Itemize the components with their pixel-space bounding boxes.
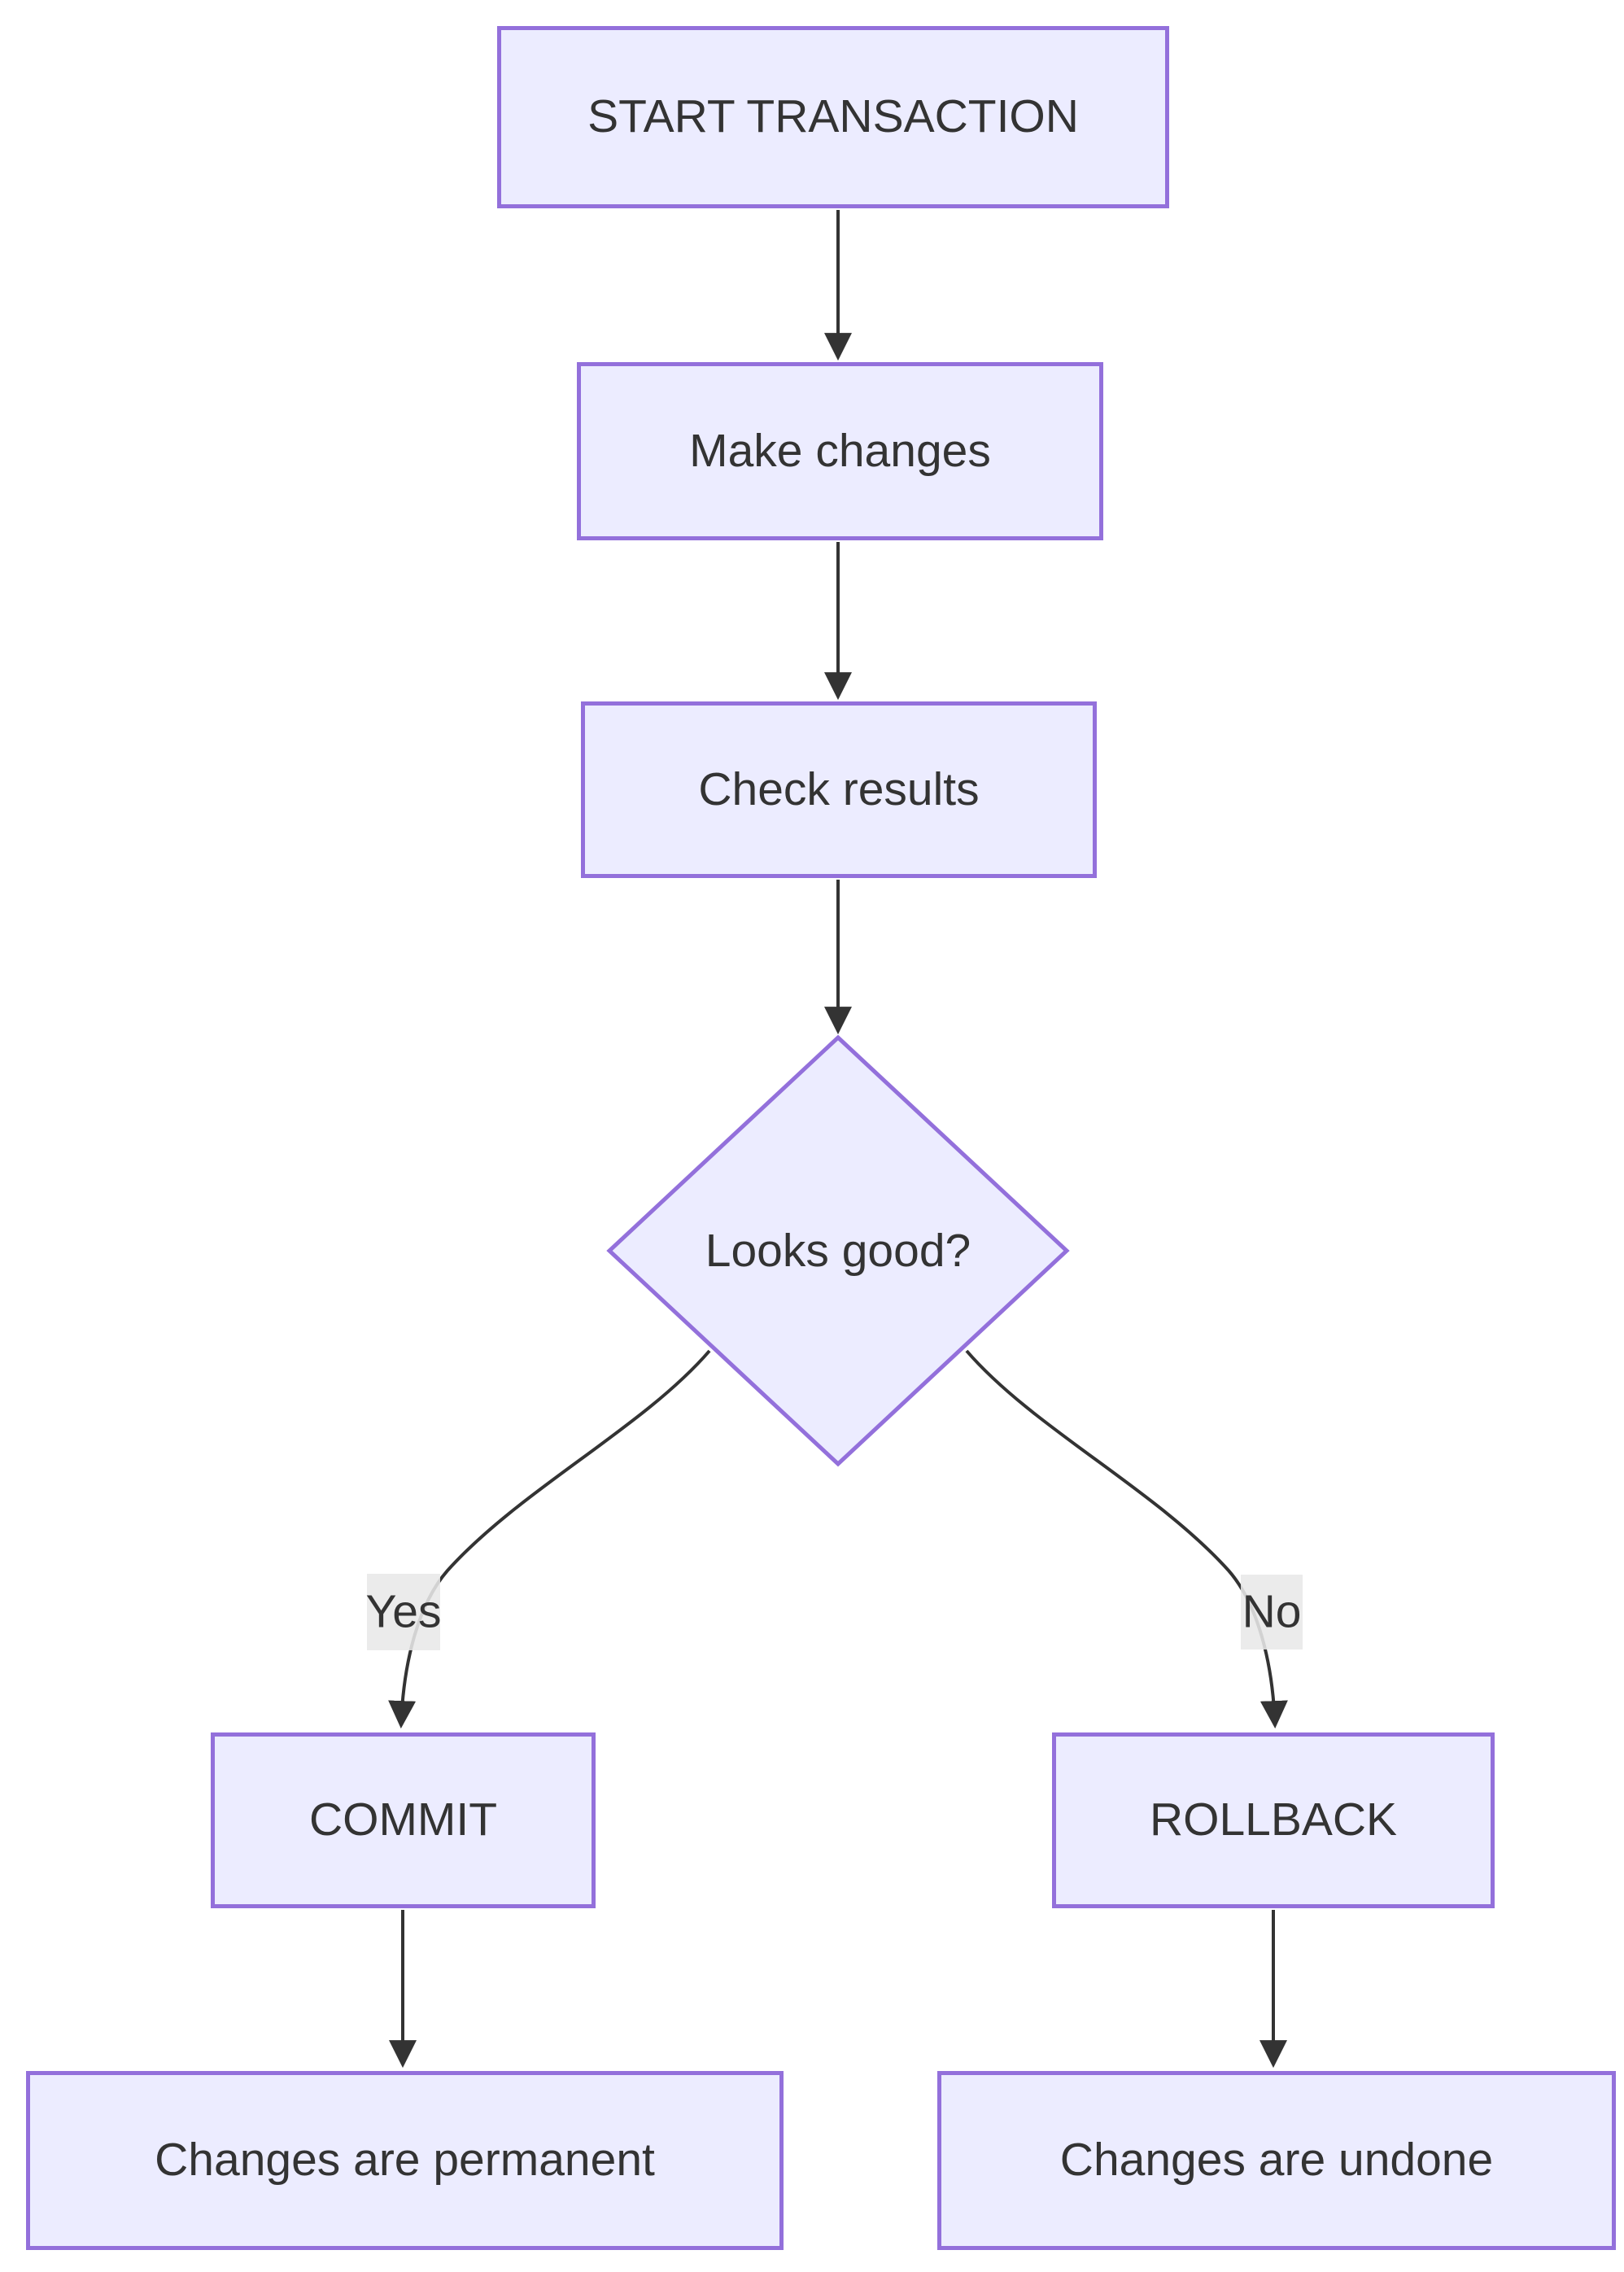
node-changes-permanent: Changes are permanent bbox=[26, 2071, 784, 2250]
node-rollback: ROLLBACK bbox=[1052, 1732, 1495, 1908]
node-changes-permanent-label: Changes are permanent bbox=[155, 2134, 655, 2187]
edge-label-bg-no bbox=[1241, 1575, 1303, 1649]
node-changes-undone-label: Changes are undone bbox=[1059, 2134, 1494, 2187]
node-rollback-label: ROLLBACK bbox=[1149, 1794, 1398, 1846]
edge-decision-yes-to-commit bbox=[388, 1349, 711, 1729]
edge-label-yes: Yes bbox=[365, 1585, 442, 1638]
node-looks-good-label: Looks good? bbox=[705, 1225, 971, 1277]
node-make-changes: Make changes bbox=[577, 362, 1103, 540]
edge-label-no: No bbox=[1242, 1585, 1302, 1638]
node-looks-good-diamond bbox=[606, 1034, 1070, 1467]
node-commit-label: COMMIT bbox=[308, 1794, 498, 1846]
edge-label-bg-yes bbox=[367, 1574, 440, 1650]
node-start-transaction-label: START TRANSACTION bbox=[587, 90, 1079, 143]
edge-decision-no-to-rollback bbox=[965, 1349, 1288, 1729]
node-commit: COMMIT bbox=[211, 1732, 596, 1908]
node-check-results: Check results bbox=[581, 701, 1097, 878]
node-start-transaction: START TRANSACTION bbox=[497, 26, 1169, 208]
node-make-changes-label: Make changes bbox=[689, 424, 991, 477]
node-check-results-label: Check results bbox=[698, 762, 980, 815]
node-changes-undone: Changes are undone bbox=[937, 2071, 1616, 2250]
